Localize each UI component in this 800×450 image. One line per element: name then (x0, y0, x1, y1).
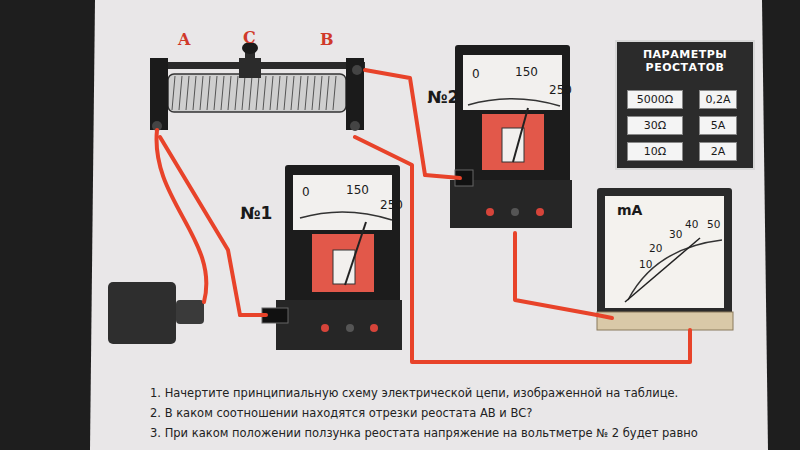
question-text: 3. При каком положении ползунка реостата… (150, 426, 698, 440)
meter-number: №1 (240, 203, 272, 223)
scale-number: 30 (669, 228, 682, 240)
scale-number: 150 (346, 183, 369, 197)
power-source (108, 130, 206, 344)
question-text: 2. В каком соотношении находятся отрезки… (150, 406, 532, 420)
unit-label: mA (617, 202, 642, 218)
voltmeter-drawing (240, 165, 402, 350)
meter-number: №2 (427, 87, 459, 107)
table-cell: 10Ω (627, 142, 683, 161)
wire (365, 70, 425, 175)
point-label: A (178, 30, 190, 49)
wire (515, 233, 597, 315)
table-cell: 0,2A (699, 90, 737, 109)
point-label: B (320, 30, 334, 49)
scale-number: 40 (685, 218, 698, 230)
scale-number: 250 (549, 83, 572, 97)
rheostat-drawing (150, 42, 365, 131)
scale-number: 50 (707, 218, 720, 230)
scale-number: 0 (302, 185, 310, 199)
point-label: C (243, 28, 256, 47)
wire (355, 137, 690, 362)
table-cell: 30Ω (627, 116, 683, 135)
scale-number: 250 (380, 198, 403, 212)
voltmeter: №2 0 150 250 (425, 45, 573, 233)
question-text: 1. Начертите принципиальную схему электр… (150, 386, 678, 400)
table-title: ПАРАМЕТРЫ РЕОСТАТОВ (625, 48, 745, 74)
milliammeter-drawing (597, 188, 733, 330)
scale-number: 20 (649, 242, 662, 254)
voltmeter-drawing (425, 45, 572, 228)
table-cell: 5A (699, 116, 737, 135)
poster-paper (90, 0, 768, 450)
rheostat: ACB (150, 25, 365, 137)
milliammeter: mA 10 20 3040 50 (597, 188, 732, 330)
scale-number: 10 (639, 258, 652, 270)
scale-number: 0 (472, 67, 480, 81)
wire (160, 137, 240, 315)
scale-number: 150 (515, 65, 538, 79)
table-cell: 5000Ω (627, 90, 683, 109)
voltmeter: №1 0 150 250 (240, 163, 402, 353)
parameter-table: ПАРАМЕТРЫ РЕОСТАТОВ 5000Ω 0,2A 30Ω 5A 10Ω 2A (615, 40, 755, 170)
table-cell: 2A (699, 142, 737, 161)
